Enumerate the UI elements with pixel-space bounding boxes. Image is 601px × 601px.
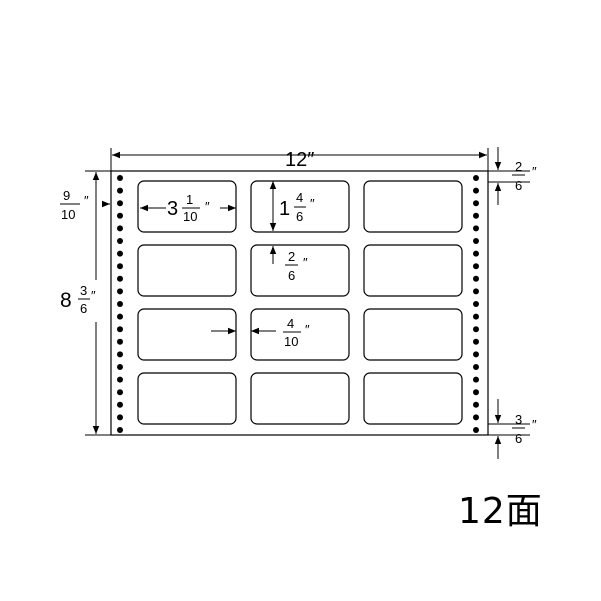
label-width-num: 1 bbox=[186, 192, 193, 207]
sprocket-hole bbox=[117, 389, 123, 396]
sprocket-hole bbox=[117, 301, 123, 307]
label-cell bbox=[250, 372, 350, 425]
label-cell bbox=[250, 180, 350, 233]
vertical-gap-den: 6 bbox=[288, 268, 295, 283]
sprocket-hole bbox=[473, 351, 479, 358]
sprocket-hole bbox=[117, 175, 123, 181]
sprocket-hole bbox=[117, 200, 123, 207]
top-margin-den: 10 bbox=[61, 207, 75, 222]
height-num: 3 bbox=[80, 283, 87, 298]
top-margin-num: 9 bbox=[63, 188, 70, 203]
sprocket-hole bbox=[473, 175, 479, 181]
sprocket-hole bbox=[117, 414, 123, 421]
sprocket-hole bbox=[117, 326, 123, 333]
right-bottom-den: 6 bbox=[515, 431, 522, 446]
vertical-gap-num: 2 bbox=[288, 249, 295, 264]
label-height-num: 4 bbox=[296, 190, 303, 205]
sprocket-hole bbox=[117, 275, 123, 282]
sprocket-hole bbox=[117, 288, 123, 295]
sprocket-hole bbox=[473, 326, 479, 333]
sprocket-hole bbox=[117, 401, 123, 408]
height-den: 6 bbox=[80, 301, 87, 316]
sprocket-holes-right bbox=[473, 175, 479, 433]
sprocket-hole bbox=[117, 351, 123, 358]
sprocket-hole bbox=[117, 238, 123, 244]
width-label: 12″ bbox=[285, 149, 314, 171]
sprocket-hole bbox=[473, 275, 479, 282]
sprocket-hole bbox=[473, 200, 479, 207]
sprocket-hole bbox=[117, 250, 123, 257]
label-cell bbox=[137, 308, 237, 361]
label-grid bbox=[137, 180, 463, 425]
sprocket-hole bbox=[117, 364, 123, 370]
label-height-den: 6 bbox=[296, 209, 303, 224]
sprocket-holes-left bbox=[117, 175, 123, 433]
sprocket-hole bbox=[473, 389, 479, 396]
sprocket-hole bbox=[117, 313, 123, 320]
label-cell bbox=[363, 244, 463, 297]
sprocket-hole bbox=[473, 288, 479, 295]
sprocket-hole bbox=[473, 212, 479, 219]
sprocket-hole bbox=[473, 414, 479, 421]
horizontal-gap-unit: ″ bbox=[305, 322, 310, 337]
sprocket-hole bbox=[117, 376, 123, 383]
label-cell bbox=[363, 308, 463, 361]
label-cell bbox=[250, 244, 350, 297]
label-cell bbox=[137, 180, 237, 233]
sprocket-hole bbox=[473, 250, 479, 257]
sprocket-hole bbox=[117, 225, 123, 232]
right-top-den: 6 bbox=[515, 178, 522, 193]
label-width-whole: 3 bbox=[167, 198, 178, 220]
horizontal-gap-den: 10 bbox=[284, 334, 298, 349]
sprocket-hole bbox=[473, 427, 479, 433]
sprocket-hole bbox=[473, 301, 479, 307]
right-top-num: 2 bbox=[515, 159, 522, 174]
sheet-outline bbox=[110, 170, 489, 436]
label-width-unit: ″ bbox=[205, 199, 210, 214]
sprocket-hole bbox=[117, 338, 123, 345]
label-height-unit: ″ bbox=[310, 196, 315, 211]
sprocket-hole bbox=[473, 238, 479, 244]
labels-per-sheet-caption: 12面 bbox=[458, 491, 543, 532]
label-width-den: 10 bbox=[183, 209, 197, 224]
vertical-gap-unit: ″ bbox=[303, 255, 308, 270]
sprocket-hole bbox=[473, 225, 479, 232]
right-bottom-num: 3 bbox=[515, 412, 522, 427]
sprocket-hole bbox=[473, 401, 479, 408]
height-unit: ″ bbox=[91, 288, 96, 303]
sprocket-hole bbox=[473, 263, 479, 270]
horizontal-gap-num: 4 bbox=[287, 316, 294, 331]
sprocket-hole bbox=[473, 364, 479, 370]
top-margin-unit: ″ bbox=[84, 193, 89, 208]
sprocket-hole bbox=[473, 313, 479, 320]
sprocket-hole bbox=[117, 187, 123, 194]
right-top-unit: ″ bbox=[532, 164, 537, 179]
sprocket-hole bbox=[117, 263, 123, 270]
label-cell bbox=[363, 372, 463, 425]
label-cell bbox=[363, 180, 463, 233]
label-cell bbox=[250, 308, 350, 361]
extension-lines bbox=[85, 148, 530, 436]
sprocket-hole bbox=[117, 427, 123, 433]
height-whole: 8 bbox=[60, 289, 72, 312]
sprocket-hole bbox=[473, 376, 479, 383]
label-cell bbox=[137, 244, 237, 297]
sprocket-hole bbox=[473, 187, 479, 194]
label-height-whole: 1 bbox=[279, 198, 290, 220]
sprocket-hole bbox=[117, 212, 123, 219]
label-cell bbox=[137, 372, 237, 425]
right-bottom-unit: ″ bbox=[532, 417, 537, 432]
sprocket-hole bbox=[473, 338, 479, 345]
